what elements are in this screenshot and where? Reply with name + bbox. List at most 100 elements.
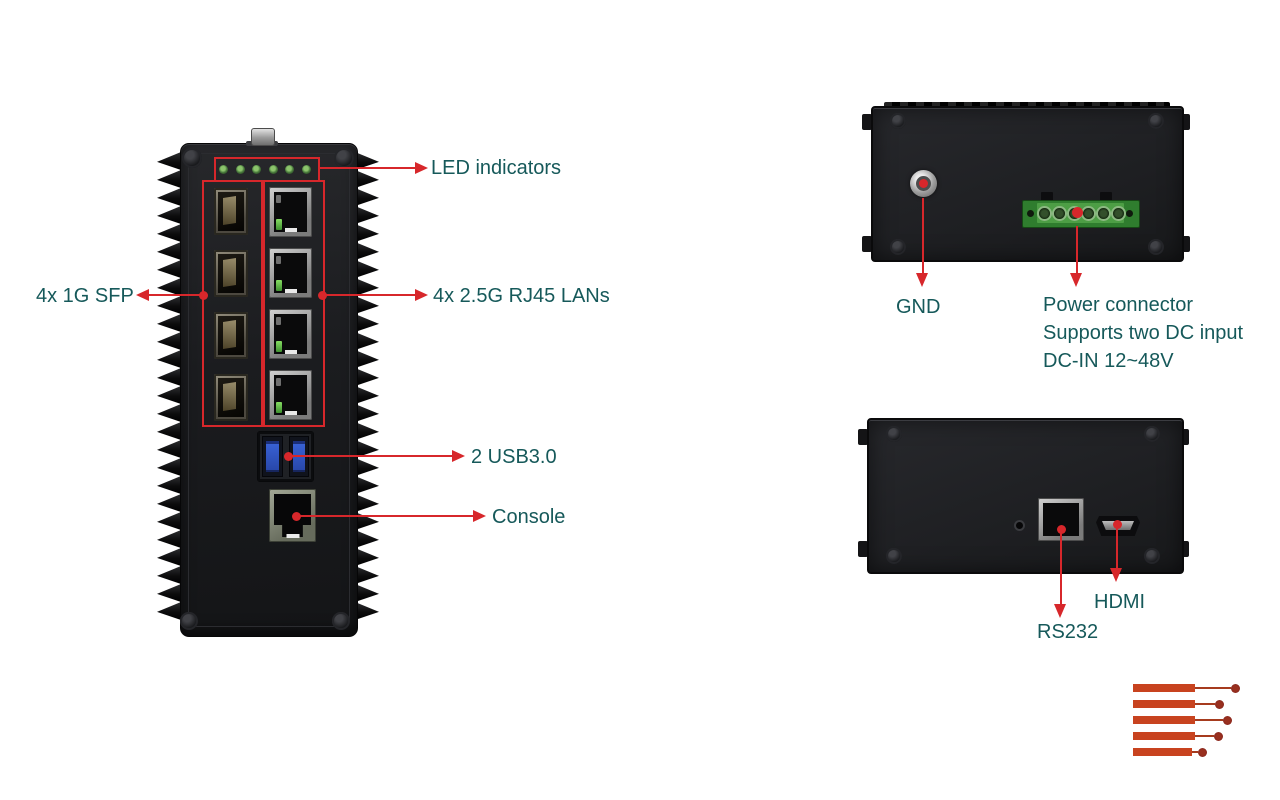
logo-bar	[1133, 700, 1195, 708]
power-arrowhead-icon	[1070, 273, 1082, 287]
link-led	[276, 195, 281, 203]
heatsink-fin-tooth	[157, 566, 181, 584]
heatsink-fin-tooth	[157, 170, 181, 188]
sfp-callout-dot	[198, 290, 208, 300]
heatsink-fin-tooth	[157, 548, 181, 566]
heatsink-fin-tooth	[355, 584, 379, 602]
heatsink-fin-tooth	[157, 512, 181, 530]
heatsink-fin-tooth	[157, 242, 181, 260]
logo-row	[1133, 715, 1240, 725]
heatsink-fin-tooth	[157, 188, 181, 206]
gnd-label: GND	[896, 296, 941, 318]
side-view-body	[867, 418, 1184, 574]
led-highlight-box	[214, 157, 320, 182]
usb-label: 2 USB3.0	[471, 446, 557, 468]
status-led	[268, 164, 278, 174]
led-arrowhead-icon	[415, 162, 428, 174]
logo-bar	[1133, 716, 1195, 724]
rj45-lan-port	[269, 248, 312, 298]
heatsink-fin-tooth	[355, 548, 379, 566]
power-support-label: Supports two DC input	[1043, 322, 1244, 344]
logo-line	[1195, 734, 1214, 738]
terminal-screw	[1053, 207, 1065, 219]
rj45-lan-port	[269, 309, 312, 359]
heatsink-fin-tooth	[157, 458, 181, 476]
power-pin	[1041, 192, 1053, 201]
status-led	[301, 164, 311, 174]
heatsink-fin-tooth	[355, 314, 379, 332]
heatsink-fin-tooth	[157, 260, 181, 278]
link-led	[276, 378, 281, 386]
corner-screw	[890, 113, 906, 129]
hdmi-callout-dot	[1112, 519, 1122, 529]
logo-bar	[1133, 684, 1195, 692]
heatsink-fin-tooth	[157, 296, 181, 314]
reset-pinhole	[1016, 522, 1023, 529]
terminal-screw	[1098, 207, 1110, 219]
hdmi-arrowhead-icon	[1110, 568, 1122, 582]
logo-line	[1192, 750, 1198, 754]
power-flange-hole	[1027, 210, 1034, 217]
gnd-arrow-line	[921, 198, 925, 274]
power-range-label: DC-IN 12~48V	[1043, 350, 1174, 372]
sfp-arrowhead-icon	[136, 289, 149, 301]
heatsink-fin-tooth	[355, 404, 379, 422]
logo-row	[1133, 683, 1240, 693]
led-arrow-line	[318, 166, 417, 169]
heatsink-fin-tooth	[157, 350, 181, 368]
logo-row	[1133, 747, 1240, 757]
heatsink-fin-tooth	[355, 188, 379, 206]
usb-arrowhead-icon	[452, 450, 465, 462]
rj45-label-tab	[284, 350, 297, 354]
lan-port-column	[269, 187, 312, 420]
heatsink-fin-tooth	[355, 386, 379, 404]
corner-screw	[890, 239, 906, 255]
activity-led	[276, 341, 282, 352]
mount-tab	[862, 236, 872, 252]
top-view-fin-edge	[884, 102, 1170, 108]
activity-led	[276, 402, 282, 413]
usb3-port	[262, 436, 283, 477]
activity-led	[276, 219, 282, 230]
link-led	[276, 256, 281, 264]
heatsink-fin-tooth	[157, 386, 181, 404]
heatsink-fin-tooth	[157, 314, 181, 332]
top-mount-screw	[251, 128, 275, 146]
heatsink-fin-tooth	[355, 458, 379, 476]
heatsink-fin-left	[157, 152, 181, 620]
mount-tab	[1179, 541, 1189, 557]
link-led	[276, 317, 281, 325]
rj45-lan-port	[269, 370, 312, 420]
logo-line	[1195, 686, 1231, 690]
corner-screw	[1144, 548, 1160, 564]
sfp-port-column	[214, 188, 248, 421]
logo-dot	[1231, 683, 1240, 693]
sfp-port	[214, 250, 248, 297]
mount-tab	[1180, 114, 1190, 130]
status-led	[219, 164, 228, 174]
heatsink-fin-tooth	[355, 260, 379, 278]
led-row	[219, 164, 311, 174]
sfp-arrow-line	[149, 293, 203, 297]
heatsink-fin-tooth	[157, 332, 181, 350]
mount-tab	[858, 541, 868, 557]
console-arrow-line	[296, 514, 474, 518]
mount-tab	[1180, 236, 1190, 252]
corner-screw	[332, 612, 350, 630]
status-led	[235, 164, 245, 174]
rj45-label-tab	[284, 228, 297, 232]
led-indicators-label: LED indicators	[431, 157, 562, 179]
hdmi-arrow-line	[1115, 528, 1119, 569]
mount-tab	[862, 114, 872, 130]
console-label-tab	[286, 534, 299, 538]
logo-line	[1195, 718, 1223, 722]
sfp-highlight-box	[202, 180, 263, 427]
rj45-lan-port	[269, 187, 312, 237]
heatsink-fin-right	[355, 152, 379, 620]
logo-dot	[1198, 747, 1207, 757]
heatsink-fin-tooth	[157, 422, 181, 440]
mount-tab	[1179, 429, 1189, 445]
heatsink-fin-tooth	[157, 584, 181, 602]
gnd-arrowhead-icon	[916, 273, 928, 287]
power-arrow-line	[1075, 226, 1079, 274]
